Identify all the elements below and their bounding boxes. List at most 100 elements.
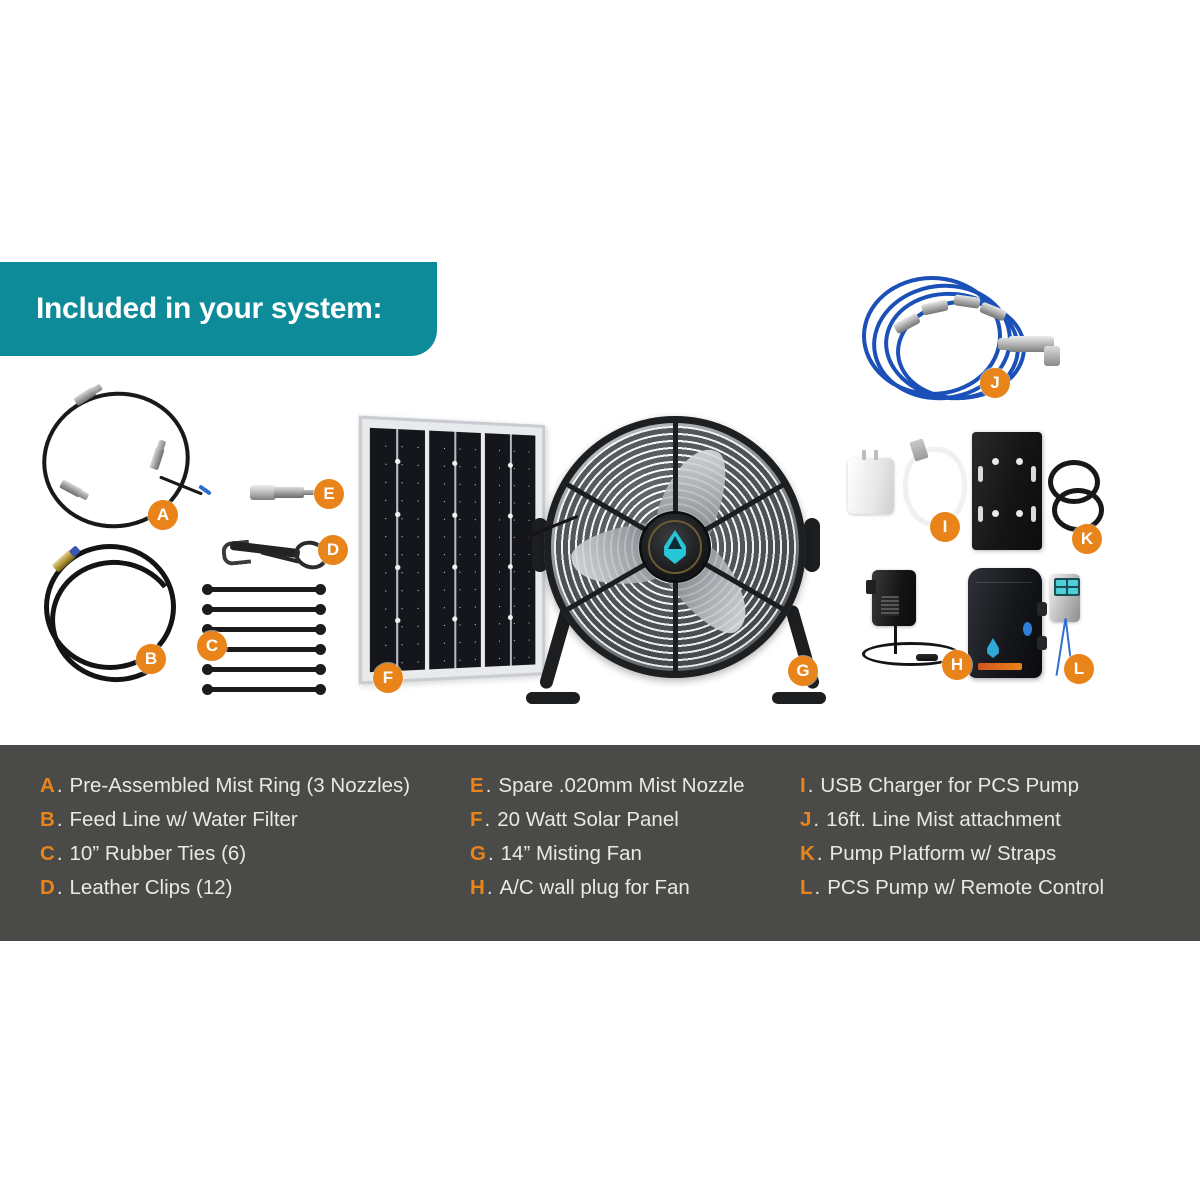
legend-letter-g: G — [470, 842, 486, 865]
legend-separator: . — [56, 774, 63, 797]
platform-slot — [978, 466, 983, 482]
nozzle-barrel — [274, 487, 304, 498]
water-drop-icon — [664, 530, 686, 564]
solar-cell-dot — [452, 564, 458, 570]
pump-remote-control — [1050, 574, 1080, 622]
legend-item-l: L . PCS Pump w/ Remote Control — [800, 871, 1170, 905]
badge-k: K — [1072, 524, 1102, 554]
badge-h: H — [942, 650, 972, 680]
solar-cell-dot — [394, 511, 401, 518]
pump-case-tab — [1037, 636, 1047, 650]
solar-cell-dot — [452, 512, 458, 518]
legend-separator: . — [807, 774, 814, 797]
solar-busbar — [509, 434, 512, 666]
fan-cage — [544, 416, 806, 678]
fan-hub-logo — [642, 514, 708, 580]
pump-case-tab — [1037, 602, 1047, 616]
product-image-usb-charger: I — [848, 438, 978, 542]
legend-separator: . — [485, 774, 492, 797]
legend-text-h: A/C wall plug for Fan — [499, 876, 690, 899]
solar-panel-frame — [358, 415, 545, 685]
rubber-tie — [202, 604, 326, 615]
legend-letter-c: C — [40, 842, 55, 865]
legend-text-l: PCS Pump w/ Remote Control — [827, 876, 1105, 899]
legend-item-e: E . Spare .020mm Mist Nozzle — [470, 769, 800, 803]
rubber-tie — [202, 664, 326, 675]
legend-text-b: Feed Line w/ Water Filter — [69, 808, 298, 831]
legend-text-c: 10” Rubber Ties (6) — [69, 842, 247, 865]
solar-cell-dot — [508, 564, 514, 570]
legend-text-j: 16ft. Line Mist attachment — [826, 808, 1061, 831]
legend-letter-h: H — [470, 876, 485, 899]
product-image-misting-fan: G — [520, 408, 840, 708]
fan-yoke-right — [804, 518, 820, 572]
platform-hole — [1016, 458, 1023, 465]
badge-f: F — [373, 663, 403, 693]
legend-letter-f: F — [470, 808, 483, 831]
legend-letter-b: B — [40, 808, 55, 831]
usb-charger-brick — [848, 450, 894, 514]
badge-j: J — [980, 368, 1010, 398]
legend-text-g: 14” Misting Fan — [500, 842, 642, 865]
rubber-tie — [202, 584, 326, 595]
legend-item-d: D . Leather Clips (12) — [40, 871, 470, 905]
legend-letter-i: I — [800, 774, 806, 797]
legend-separator: . — [56, 808, 63, 831]
fan-hub-ring — [648, 520, 702, 574]
product-image-rubber-ties: C — [197, 584, 340, 710]
badge-g: G — [788, 656, 818, 686]
legend-item-f: F . 20 Watt Solar Panel — [470, 803, 800, 837]
page-title: Included in your system: — [36, 292, 383, 325]
platform-slot — [1031, 466, 1036, 482]
remote-key — [1056, 580, 1066, 586]
legend-separator: . — [486, 876, 493, 899]
water-drop-icon — [987, 638, 999, 658]
remote-keypad — [1054, 578, 1080, 596]
legend-separator: . — [487, 842, 494, 865]
legend-letter-k: K — [800, 842, 815, 865]
remote-key — [1068, 588, 1078, 594]
pump-carry-case — [968, 568, 1047, 678]
product-image-line-mist-attachment: J — [858, 272, 1078, 409]
fan-foot-left — [526, 692, 580, 704]
legend-separator: . — [484, 808, 491, 831]
solar-cell-dot — [508, 462, 514, 468]
legend-item-i: I . USB Charger for PCS Pump — [800, 769, 1170, 803]
legend-text-e: Spare .020mm Mist Nozzle — [498, 774, 745, 797]
nozzle-stem — [302, 490, 324, 495]
legend-letter-j: J — [800, 808, 812, 831]
badge-b: B — [136, 644, 166, 674]
pump-brand-logo — [978, 638, 1024, 670]
rubber-tie — [202, 684, 326, 695]
legend-item-g: G . 14” Misting Fan — [470, 837, 800, 871]
remote-key — [1068, 580, 1078, 586]
feed-line-coil-outer — [44, 544, 176, 670]
product-image-spare-mist-nozzle: E — [250, 479, 344, 509]
product-image-stage: A B C D E — [0, 240, 1200, 745]
badge-e: E — [314, 479, 344, 509]
pump-case-seam — [976, 582, 1032, 583]
platform-hole — [992, 458, 999, 465]
hose-adapter — [998, 336, 1060, 366]
ac-adapter-clip — [866, 580, 876, 594]
platform-slot — [1031, 506, 1036, 522]
mist-line-coil — [862, 276, 1002, 396]
fan-foot-right — [772, 692, 826, 704]
legend-letter-d: D — [40, 876, 55, 899]
legend-item-a: A . Pre-Assembled Mist Ring (3 Nozzles) — [40, 769, 470, 803]
solar-cell-column — [369, 427, 425, 673]
solar-cell-dot — [452, 616, 458, 622]
solar-cell-column — [428, 430, 482, 670]
rubber-tie — [202, 624, 326, 635]
dc-barrel-connector-icon — [916, 654, 938, 661]
solar-panel-cell-grid — [369, 427, 536, 673]
legend-separator: . — [814, 876, 821, 899]
legend-separator: . — [56, 842, 63, 865]
product-image-feed-line-water-filter: B — [38, 540, 198, 691]
badge-c: C — [197, 631, 227, 661]
remote-key — [1056, 588, 1066, 594]
solar-cell-dot — [394, 617, 401, 624]
plug-prongs-icon — [860, 450, 880, 460]
legend-item-c: C . 10” Rubber Ties (6) — [40, 837, 470, 871]
legend-text-a: Pre-Assembled Mist Ring (3 Nozzles) — [69, 774, 411, 797]
